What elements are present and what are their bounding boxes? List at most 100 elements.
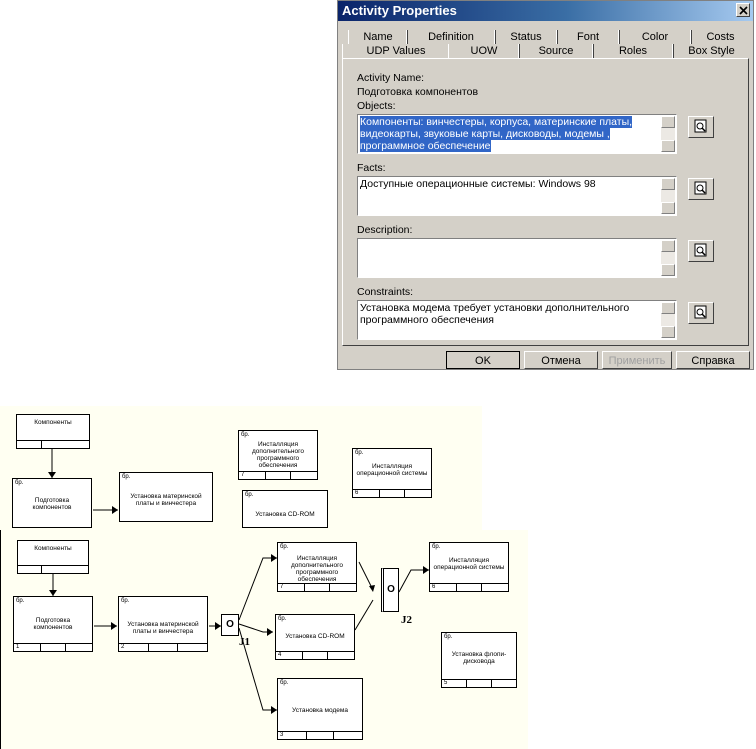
box-ref: бр. — [15, 480, 24, 486]
zoom-icon — [694, 243, 707, 257]
box-label: Установка флопи-дисковода — [451, 651, 507, 665]
help-button[interactable]: Справка — [676, 351, 750, 369]
close-button[interactable] — [736, 3, 750, 17]
bottom-box-os[interactable]: бр. Инсталляция операционной системы 6 — [429, 542, 514, 597]
box-number: 1 — [16, 644, 20, 650]
facts-field[interactable]: Доступные операционные системы: Windows … — [357, 176, 677, 216]
box-ref: бр. — [432, 544, 441, 550]
bottom-box-mb[interactable]: бр. Установка материнской платы и винчес… — [118, 596, 213, 657]
box-number: 7 — [280, 584, 284, 590]
junction-j2[interactable]: O — [381, 568, 399, 612]
box-number: 2 — [121, 644, 125, 650]
box-ref: бр. — [241, 432, 250, 438]
facts-zoom-button[interactable] — [688, 178, 714, 200]
description-zoom-button[interactable] — [688, 240, 714, 262]
top-box-cd[interactable]: бр. Установка CD-ROM — [242, 490, 333, 533]
uow-tab-panel: Activity Name: Подготовка компонентов Ob… — [342, 58, 749, 346]
box-label: Установка материнской платы и винчестера — [127, 621, 199, 635]
tab-definition[interactable]: Definition — [406, 30, 496, 44]
activity-name-label: Activity Name: — [357, 72, 425, 84]
constraints-label: Constraints: — [357, 286, 414, 298]
objects-scrollbar[interactable] — [661, 116, 675, 152]
tab-name[interactable]: Name — [348, 30, 408, 44]
box-number: 5 — [444, 680, 448, 686]
tab-uow[interactable]: UOW — [448, 44, 520, 58]
top-box-mb[interactable]: бр. Установка материнской платы и винчес… — [119, 472, 218, 527]
box-number: 7 — [241, 472, 245, 478]
box-label: Установка CD-ROM — [255, 511, 315, 518]
ok-button[interactable]: OK — [446, 351, 520, 369]
top-box-prep[interactable]: бр. Подготовка компонентов — [12, 478, 97, 533]
junction-symbol: O — [387, 584, 395, 595]
junction-j1[interactable]: O — [221, 614, 239, 636]
bottom-box-floppy[interactable]: бр. Установка флопи-дисковода 5 — [441, 632, 522, 693]
tab-row-2: UDP Values UOW Source Roles Box Style — [342, 44, 749, 58]
top-box-os[interactable]: бр. Инсталляция операционной системы 6 — [352, 448, 437, 503]
tab-roles[interactable]: Roles — [592, 44, 674, 58]
zoom-icon — [694, 119, 707, 133]
constraints-scrollbar[interactable] — [661, 302, 675, 338]
box-label: Инсталляция дополнительного программного… — [291, 555, 343, 583]
box-label: Установка модема — [292, 707, 348, 714]
tab-udp-values[interactable]: UDP Values — [342, 44, 450, 58]
junction-symbol: O — [226, 619, 234, 630]
box-label: Подготовка компонентов — [32, 497, 72, 511]
constraints-zoom-button[interactable] — [688, 302, 714, 324]
box-label: Компоненты — [34, 419, 72, 426]
bottom-box-cd[interactable]: бр. Установка CD-ROM 4 — [275, 614, 360, 665]
tab-row-1: Name Definition Status Font Color Costs — [342, 30, 749, 44]
junction-label-j2: J2 — [401, 614, 412, 626]
box-label: Компоненты — [34, 545, 72, 552]
box-number: 3 — [280, 732, 284, 738]
box-ref: бр. — [280, 544, 289, 550]
bottom-box-modem[interactable]: бр. Установка модема 3 — [277, 678, 368, 745]
tab-costs[interactable]: Costs — [690, 30, 750, 44]
box-number: 4 — [278, 652, 282, 658]
dialog-titlebar: Activity Properties — [338, 1, 753, 21]
zoom-icon — [694, 305, 707, 319]
top-connectors — [48, 448, 118, 514]
bottom-box-prep[interactable]: бр. Подготовка компонентов 1 — [13, 596, 98, 657]
facts-label: Facts: — [357, 162, 386, 174]
tab-color[interactable]: Color — [618, 30, 692, 44]
box-number: 6 — [355, 490, 359, 496]
objects-text: Компоненты: винчестеры, корпуса, материн… — [360, 116, 633, 152]
zoom-icon — [694, 181, 707, 195]
tab-status[interactable]: Status — [494, 30, 558, 44]
box-label: Инсталляция операционной системы — [356, 463, 428, 477]
facts-scrollbar[interactable] — [661, 178, 675, 214]
box-ref: бр. — [278, 616, 287, 622]
top-box-soft[interactable]: бр. Инсталляция дополнительного программ… — [238, 430, 323, 485]
box-ref: бр. — [16, 598, 25, 604]
top-box-components[interactable]: Компоненты — [16, 414, 95, 454]
box-ref: бр. — [280, 680, 289, 686]
description-label: Description: — [357, 224, 413, 236]
junction-label-j1: J1 — [239, 636, 250, 648]
box-label: Установка CD-ROM — [285, 633, 345, 640]
box-number: 6 — [432, 584, 436, 590]
idef3-diagram-bottom: Компоненты бр. Подготовка компонентов 1 … — [0, 530, 528, 749]
close-icon — [739, 6, 748, 15]
box-label: Установка материнской платы и винчестера — [130, 493, 202, 507]
dialog-title: Activity Properties — [342, 3, 457, 18]
tab-source[interactable]: Source — [518, 44, 594, 58]
tab-font[interactable]: Font — [556, 30, 620, 44]
box-ref: бр. — [355, 450, 364, 456]
apply-button[interactable]: Применить — [602, 351, 672, 369]
bottom-box-soft[interactable]: бр. Инсталляция дополнительного программ… — [277, 542, 362, 597]
box-ref: бр. — [245, 492, 254, 498]
tab-box-style[interactable]: Box Style — [672, 44, 750, 58]
objects-zoom-button[interactable] — [688, 116, 714, 138]
cancel-button[interactable]: Отмена — [524, 351, 598, 369]
constraints-text: Установка модема требует установки допол… — [360, 302, 630, 326]
activity-properties-dialog: Activity Properties Name Definition Stat… — [337, 0, 754, 370]
box-ref: бр. — [444, 634, 453, 640]
box-label: Подготовка компонентов — [33, 617, 73, 631]
constraints-field[interactable]: Установка модема требует установки допол… — [357, 300, 677, 340]
bottom-box-components[interactable]: Компоненты — [17, 540, 94, 579]
objects-field[interactable]: Компоненты: винчестеры, корпуса, материн… — [357, 114, 677, 154]
description-scrollbar[interactable] — [661, 240, 675, 276]
bottom-connectors — [49, 554, 429, 714]
description-field[interactable] — [357, 238, 677, 278]
box-label: Инсталляция операционной системы — [433, 557, 505, 571]
